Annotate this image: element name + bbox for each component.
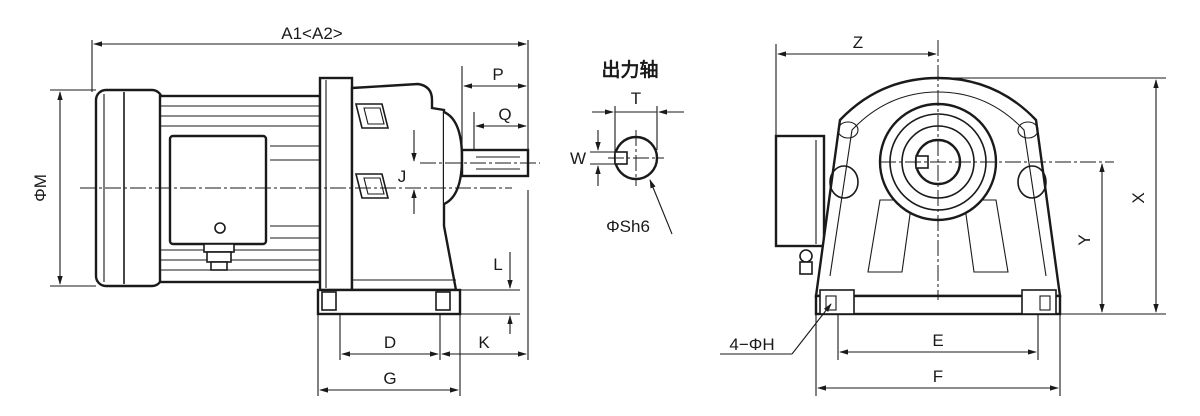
front-view-dimensions: Z X Y 4−ΦH E F [720,33,1166,396]
dim-label-w: W [570,149,586,168]
base-foot-left [819,289,855,315]
dim-label-t: T [631,89,641,108]
dim-label-f: F [933,367,943,386]
gearbox-flange [318,76,354,292]
output-shaft-title: 出力轴 [601,58,658,81]
dim-label-j: J [398,167,407,186]
dim-label-z: Z [853,33,863,52]
dim-label-d: D [384,333,396,352]
dim-label-e: E [932,331,943,350]
shaft-collar [443,110,464,206]
dim-label-a1-a2: A1<A2> [281,24,343,43]
dim-label-phi-m: ΦM [31,174,50,202]
terminal-box [168,134,268,246]
side-view-dimensions: A1<A2> ΦM P Q J L D K [31,24,529,396]
dim-label-g: G [383,369,396,388]
motor-side-box [774,134,826,248]
dim-label-q: Q [498,105,511,124]
dim-label-phi-sh6: ΦSh6 [606,217,650,236]
dim-label-k: K [478,333,490,352]
dim-label-4-phi-h: 4−ΦH [729,335,774,354]
dim-label-x: X [1129,192,1148,203]
output-shaft-detail: 出力轴 T W ΦSh6 [570,58,684,236]
cooling-fins [160,105,320,271]
side-view [80,76,540,316]
dim-label-y: Y [1075,234,1094,245]
gear-housing [350,82,458,292]
dim-label-l: L [493,255,502,274]
dim-label-p: P [492,65,503,84]
front-view [774,40,1114,316]
base-foot-right [1021,289,1057,315]
